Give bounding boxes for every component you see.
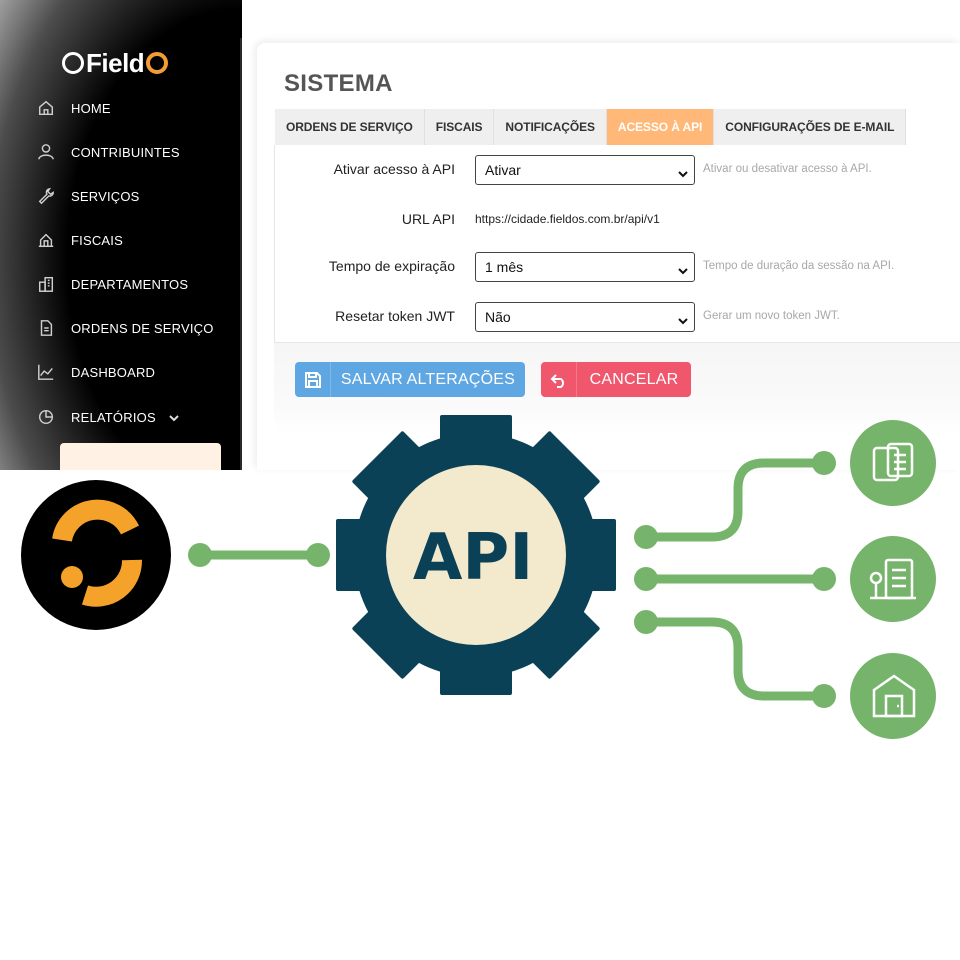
expiration-select[interactable]: 1 mês	[475, 252, 695, 282]
sidebar-item-label: ORDENS DE SERVIÇO	[71, 320, 214, 336]
connector-dots	[634, 451, 836, 708]
tab-fiscais[interactable]: FISCAIS	[424, 109, 495, 145]
fiscal-icon	[36, 230, 56, 250]
user-icon	[36, 142, 56, 162]
api-access-select[interactable]: Ativar	[475, 155, 695, 185]
chevron-down-icon	[678, 313, 688, 325]
sidebar-item-label: SERVIÇOS	[71, 188, 140, 204]
endpoint-city-building	[850, 536, 936, 622]
home-icon	[36, 98, 56, 118]
logo-text: Field	[86, 47, 145, 78]
save-button-label: SALVAR ALTERAÇÕES	[340, 370, 516, 388]
city-building-icon	[869, 558, 916, 600]
fieldos-logo-circle	[21, 480, 171, 630]
tab-ordens-de-servico[interactable]: ORDENS DE SERVIÇO	[275, 109, 425, 145]
save-button[interactable]: SALVAR ALTERAÇÕES	[295, 362, 525, 397]
endpoint-documents	[850, 420, 936, 506]
sidebar-item-label: HOME	[71, 100, 111, 116]
sidebar-item-contribuintes[interactable]: CONTRIBUINTES	[36, 140, 180, 164]
sidebar-item-label: DEPARTAMENTOS	[71, 276, 189, 292]
sidebar-item-dashboard[interactable]: DASHBOARD	[36, 360, 155, 384]
sidebar-item-label: FISCAIS	[71, 232, 123, 248]
floppy-disk-icon	[295, 362, 331, 397]
cancel-button-label: CANCELAR	[589, 370, 679, 388]
warehouse-icon	[872, 674, 916, 718]
wrench-icon	[36, 186, 56, 206]
page-title: SISTEMA	[284, 70, 393, 97]
chevron-down-icon[interactable]	[168, 411, 180, 423]
reset-token-select[interactable]: Não	[475, 302, 695, 332]
cancel-button[interactable]: CANCELAR	[541, 362, 691, 397]
sidebar-item-home[interactable]: HOME	[36, 96, 111, 120]
documents-icon	[872, 442, 914, 482]
building-icon	[36, 274, 56, 294]
document-icon	[36, 318, 56, 338]
expiration-value: 1 mês	[485, 259, 524, 275]
brand-logo[interactable]: Field	[62, 47, 169, 78]
sidebar-item-relatorios[interactable]: RELATÓRIOS	[36, 405, 180, 429]
sidebar-item-label: CONTRIBUINTES	[71, 144, 180, 160]
sidebar-divider	[240, 38, 242, 470]
right-connectors	[641, 458, 829, 701]
tab-configuracoes-email[interactable]: CONFIGURAÇÕES DE E-MAIL	[714, 109, 907, 145]
api-gear-icon: API	[336, 415, 616, 695]
endpoint-warehouse	[850, 653, 936, 739]
reset-token-value: Não	[485, 309, 511, 325]
sidebar-item-departamentos[interactable]: DEPARTAMENTOS	[36, 272, 188, 296]
expiration-help: Tempo de duração da sessão na API.	[703, 260, 895, 272]
logo-o-icon	[146, 52, 169, 74]
expiration-label: Tempo de expiração	[328, 258, 455, 274]
api-url-value: https://cidade.fieldos.com.br/api/v1	[475, 212, 660, 226]
chevron-down-icon	[678, 166, 688, 178]
sidebar-item-servicos[interactable]: SERVIÇOS	[36, 184, 140, 208]
chart-line-icon	[36, 362, 56, 382]
sidebar	[0, 0, 242, 470]
sidebar-item-label: RELATÓRIOS	[71, 409, 156, 425]
sidebar-item-ordens[interactable]: ORDENS DE SERVIÇO	[36, 316, 214, 340]
api-access-help: Ativar ou desativar acesso à API.	[703, 163, 872, 175]
sidebar-active-highlight	[60, 443, 221, 470]
tab-notificacoes[interactable]: NOTIFICAÇÕES	[494, 109, 607, 145]
api-form	[274, 145, 960, 343]
api-access-value: Ativar	[485, 162, 521, 178]
pie-chart-icon	[36, 407, 56, 427]
logo-ring-icon	[62, 52, 84, 74]
chevron-down-icon	[678, 263, 688, 275]
tab-acesso-api[interactable]: ACESSO À API	[606, 109, 715, 145]
sidebar-item-label: DASHBOARD	[71, 364, 156, 380]
reset-token-label: Resetar token JWT	[335, 308, 455, 324]
tab-bar: ORDENS DE SERVIÇO FISCAIS NOTIFICAÇÕES A…	[275, 109, 907, 145]
reset-token-help: Gerar um novo token JWT.	[703, 310, 840, 322]
api-label: API	[413, 521, 533, 595]
sidebar-item-fiscais[interactable]: FISCAIS	[36, 228, 123, 252]
api-url-label: URL API	[401, 211, 455, 227]
left-connector	[188, 543, 330, 567]
api-access-label: Ativar acesso à API	[333, 161, 455, 177]
undo-icon	[541, 362, 577, 397]
